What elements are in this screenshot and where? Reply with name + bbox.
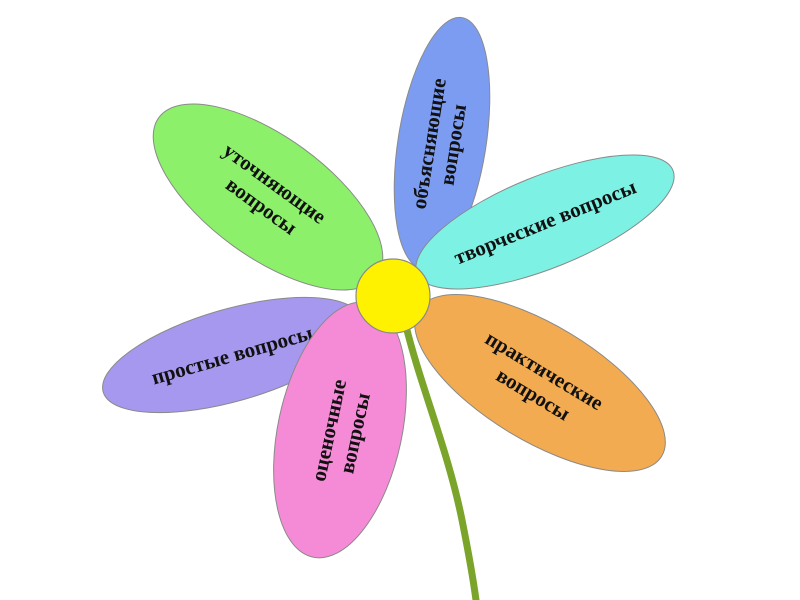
flower-center bbox=[355, 258, 431, 334]
stem bbox=[401, 318, 480, 600]
petal-prakticheskie: практические вопросы bbox=[414, 294, 666, 472]
petal-shape bbox=[414, 294, 666, 472]
petal-otsenochnye: оценочные вопросы bbox=[273, 301, 407, 559]
petal-prostye: простые вопросы bbox=[102, 296, 362, 414]
